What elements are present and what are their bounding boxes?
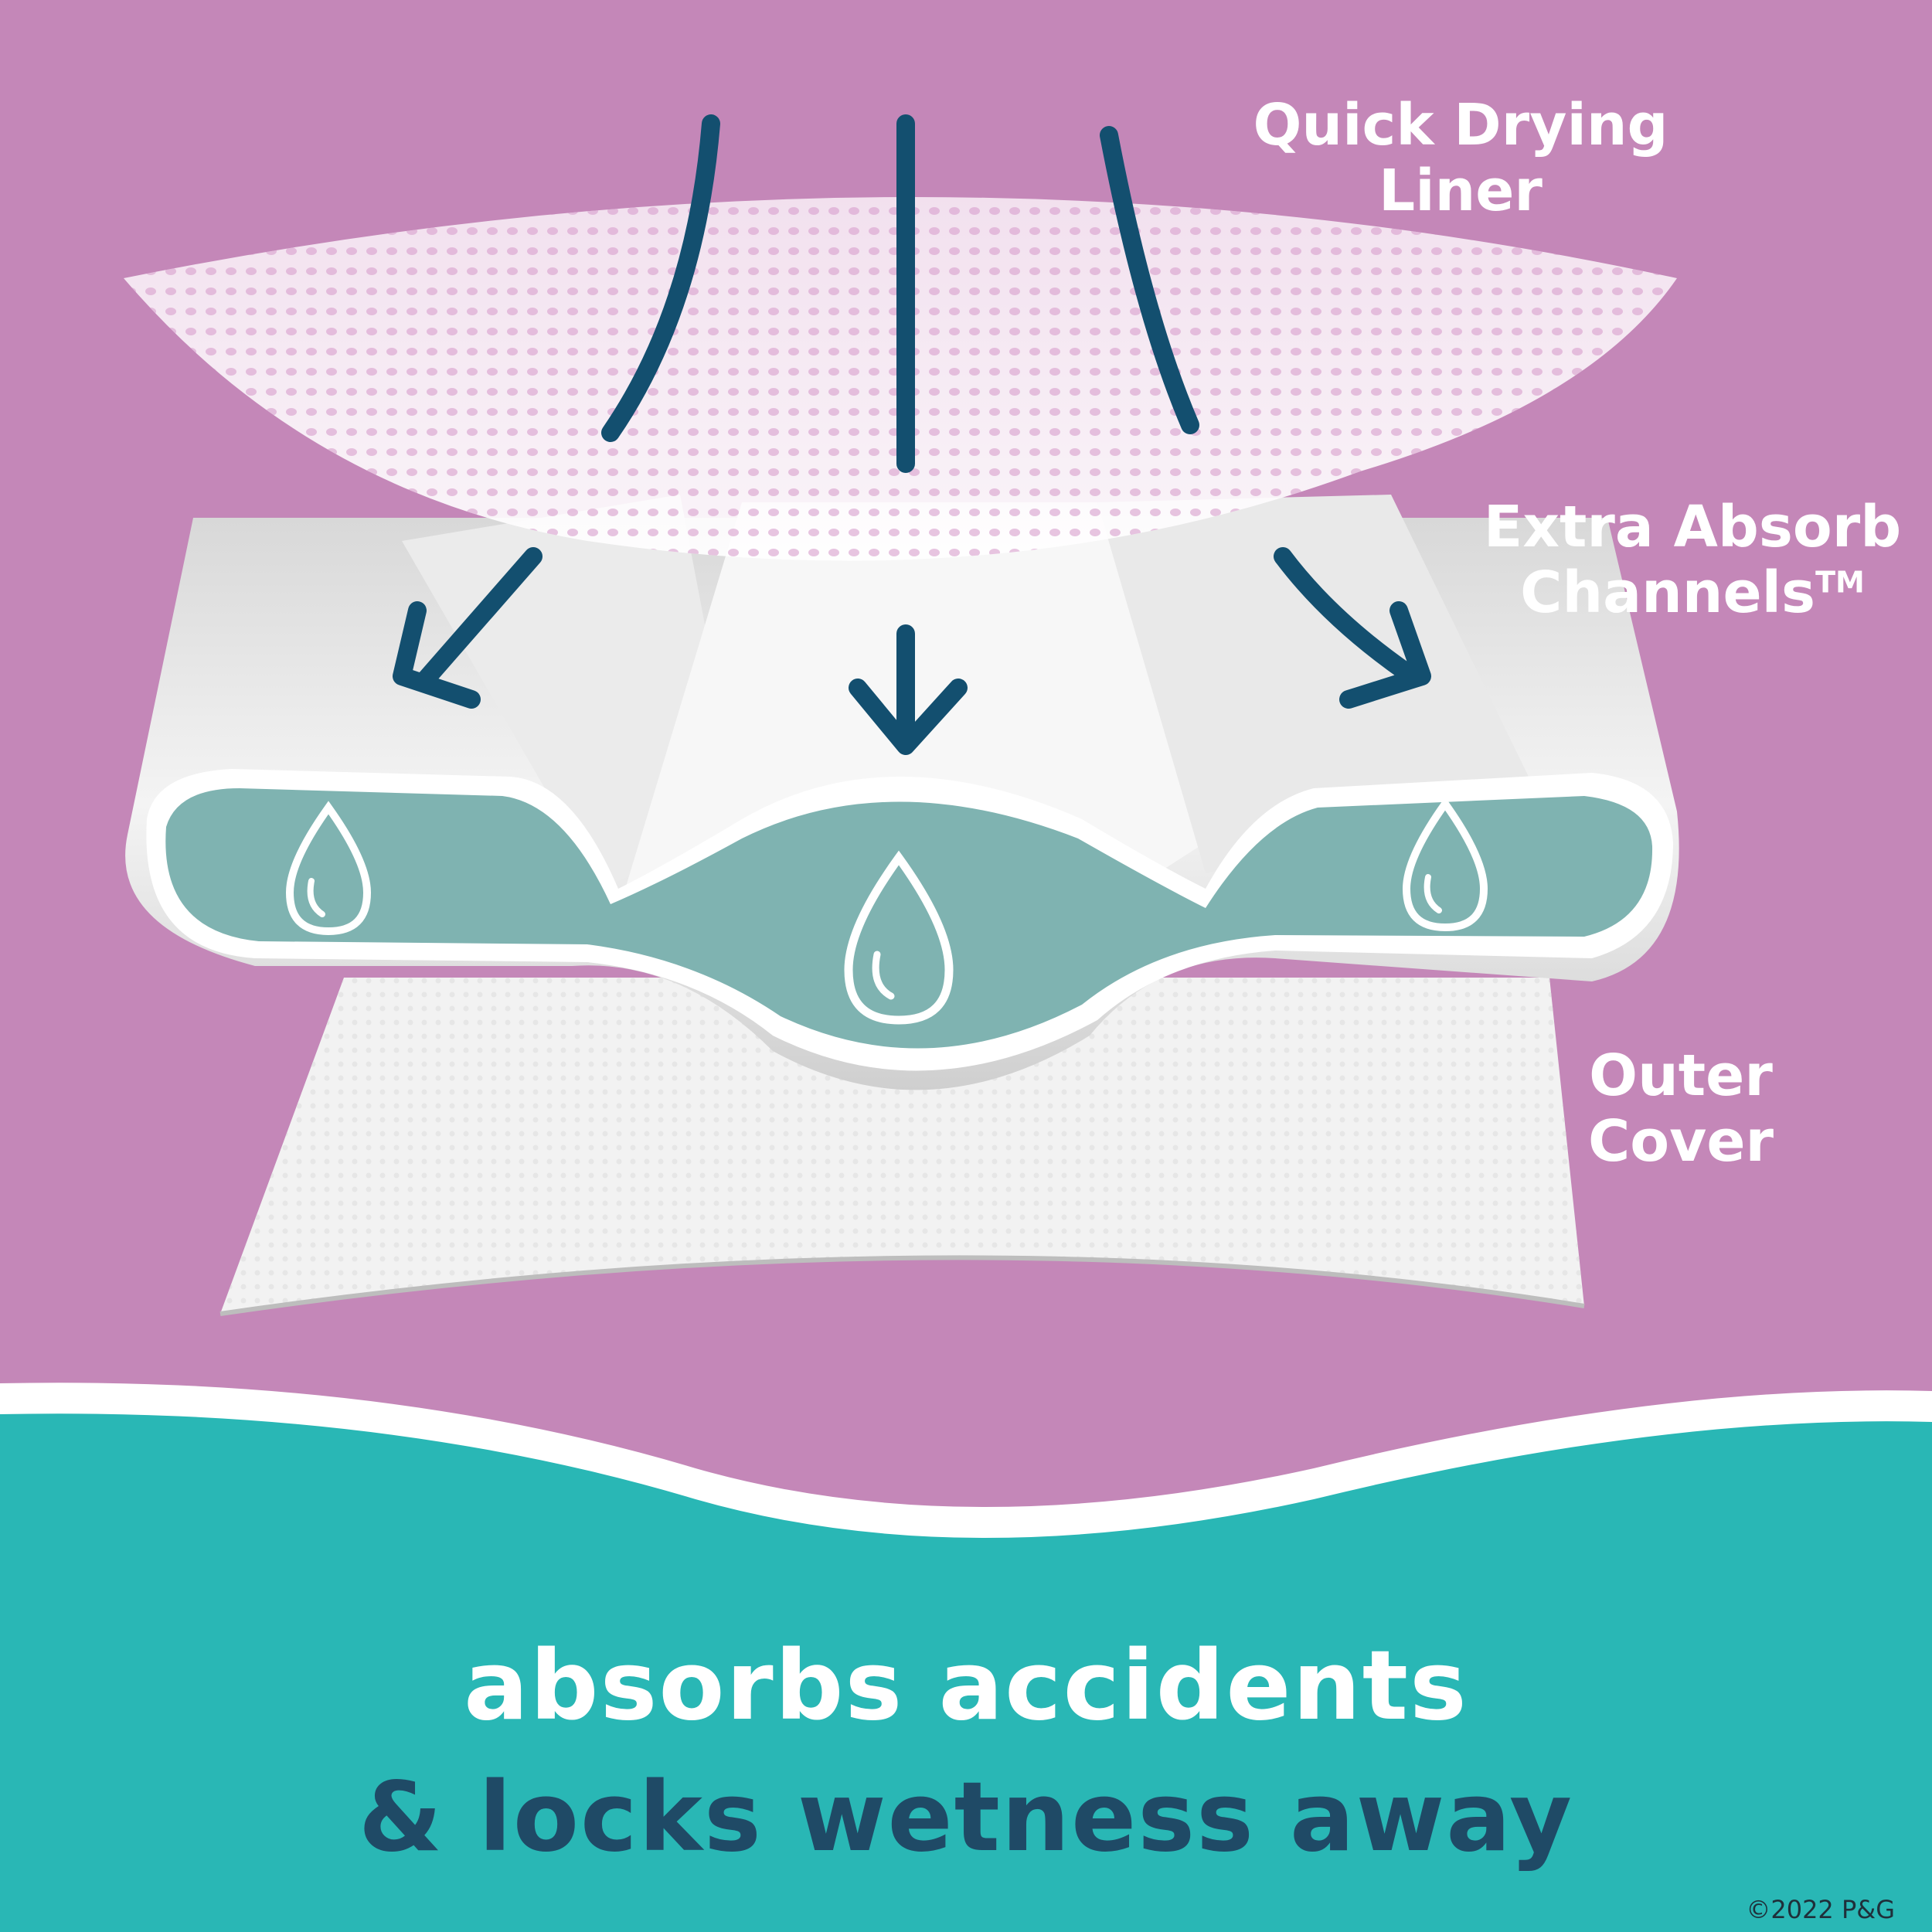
outer-cover-layer	[219, 978, 1585, 1316]
down-arrow-icon	[601, 114, 720, 442]
down-arrow-icon	[1100, 126, 1199, 434]
liner-label-line1: Quick Drying	[1253, 92, 1668, 158]
water-drop-icon	[1402, 797, 1488, 932]
channels-label-word: Channels	[1520, 560, 1816, 627]
flow-arrows	[393, 114, 1431, 755]
water-drop-icon	[844, 850, 954, 1025]
down-arrow-icon	[393, 547, 543, 709]
headline: absorbs accidents	[464, 1631, 1468, 1742]
outer-cover-label: Outer Cover	[1511, 1043, 1851, 1175]
copyright-notice: ©2022 P&G	[1746, 1895, 1895, 1924]
quick-drying-liner-label: Quick Drying Liner	[1221, 92, 1700, 225]
water-drop-icon	[285, 801, 372, 936]
outer-label-line1: Outer	[1589, 1043, 1773, 1109]
liner-label-line2: Liner	[1379, 158, 1543, 225]
channels-label-line2: ChannelsTM	[1461, 560, 1924, 626]
channels-label-line1: Extra Absorb	[1483, 494, 1902, 560]
outer-label-line2: Cover	[1587, 1108, 1774, 1175]
water-drops	[285, 797, 1488, 1025]
down-arrow-icon	[1274, 547, 1431, 709]
down-arrow-icon	[849, 624, 968, 755]
trademark-mark: TM	[1815, 565, 1865, 600]
bottom-band	[0, 1383, 1932, 1932]
subline: & locks wetness away	[359, 1762, 1573, 1873]
extra-absorb-channels-label: Extra Absorb ChannelsTM	[1461, 494, 1924, 626]
